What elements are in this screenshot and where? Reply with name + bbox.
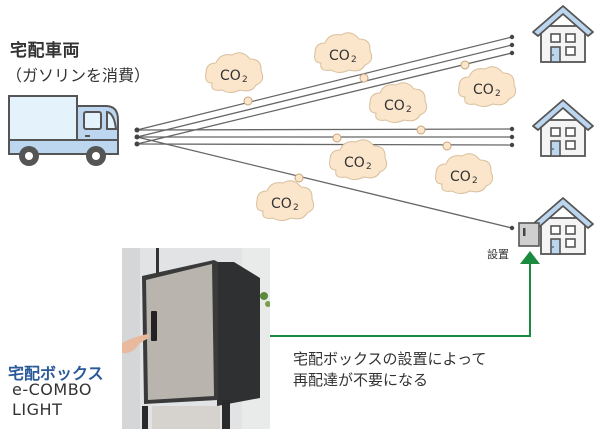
- product-model-line2: LIGHT: [12, 400, 63, 419]
- svg-text:CO: CO: [271, 196, 292, 212]
- product-model-line1: e-COMBO: [12, 380, 92, 399]
- svg-text:2: 2: [351, 55, 357, 65]
- svg-text:2: 2: [366, 162, 372, 172]
- vehicle-title: 宅配車両: [10, 41, 80, 61]
- delivery-routes: [136, 36, 513, 229]
- product-name: 宅配ボックス: [8, 364, 104, 383]
- svg-text:CO: CO: [384, 98, 405, 114]
- route-line: [136, 44, 513, 138]
- svg-text:2: 2: [242, 75, 248, 85]
- route-line: [136, 136, 513, 229]
- install-label: 設置: [487, 248, 509, 261]
- route-line: [136, 128, 513, 131]
- svg-text:CO: CO: [329, 48, 350, 64]
- svg-text:2: 2: [472, 176, 478, 186]
- svg-text:2: 2: [406, 105, 412, 115]
- house-icon: [532, 197, 594, 255]
- emission-bubbles: [243, 60, 470, 183]
- route-line: [136, 143, 513, 146]
- install-arrow: [270, 251, 540, 337]
- house-icon: [532, 99, 594, 157]
- result-caption: 宅配ボックスの設置によって 再配達が不要になる: [293, 349, 486, 391]
- svg-text:2: 2: [495, 89, 501, 99]
- delivery-truck-icon: [8, 95, 119, 166]
- product-photo: [122, 248, 270, 429]
- route-line: [136, 36, 513, 131]
- svg-text:CO: CO: [344, 155, 365, 171]
- route-line: [136, 52, 513, 145]
- result-line2: 再配達が不要になる: [293, 371, 429, 389]
- svg-text:CO: CO: [220, 68, 241, 84]
- delivery-box-icon: [518, 222, 540, 247]
- svg-text:CO: CO: [450, 169, 471, 185]
- house-icon: [532, 5, 594, 63]
- vehicle-subtitle: （ガソリンを消費）: [6, 66, 151, 85]
- result-line1: 宅配ボックスの設置によって: [293, 350, 487, 368]
- svg-text:2: 2: [293, 203, 299, 213]
- route-endpoints: [134, 34, 515, 231]
- svg-text:CO: CO: [473, 82, 494, 98]
